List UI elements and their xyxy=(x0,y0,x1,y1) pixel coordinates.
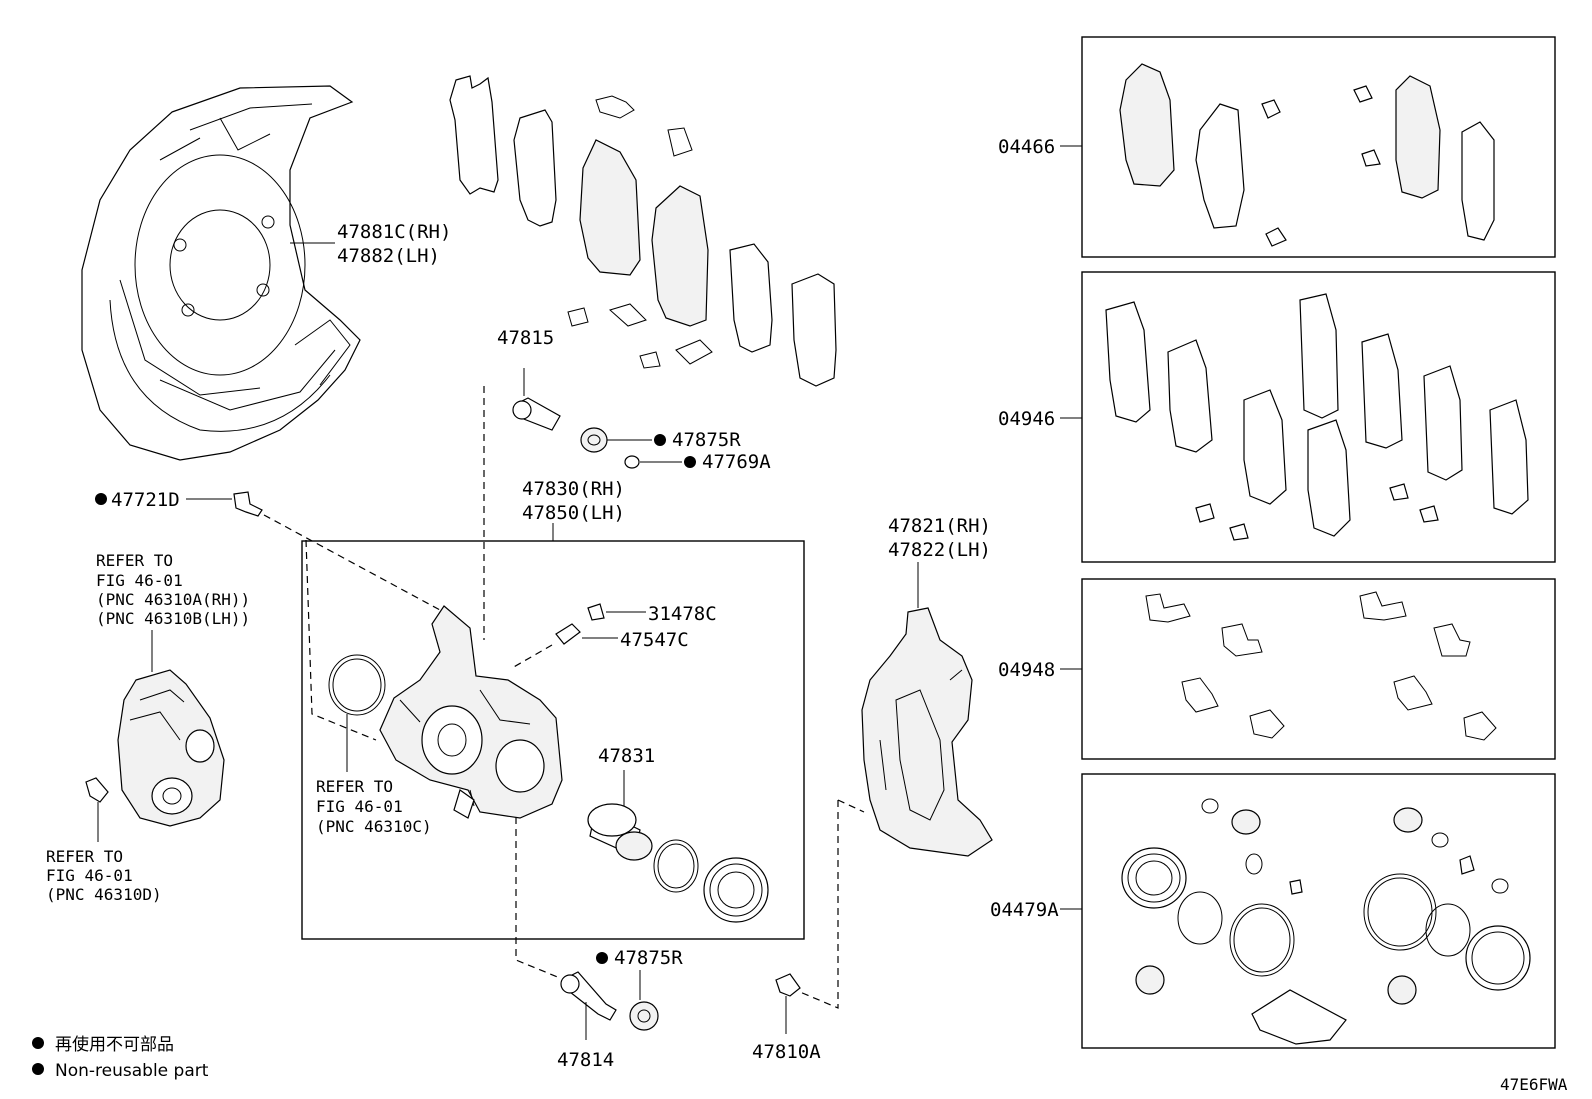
cylinder-boot[interactable] xyxy=(703,857,769,923)
caliper-piston[interactable] xyxy=(587,803,653,861)
bushing-lower-label: 47875R xyxy=(614,947,683,969)
piston-label: 47831 xyxy=(598,745,655,767)
legend-text-en: Non-reusable part xyxy=(55,1061,209,1081)
caliper-bolt-left[interactable] xyxy=(233,491,263,517)
refer-screw-line-2: FIG 46-01 xyxy=(46,866,133,885)
bleeder-plug[interactable] xyxy=(555,623,581,645)
bushing-upper-label: 47875R xyxy=(672,429,741,451)
kit-04479A-label: 04479A xyxy=(990,899,1059,921)
legend-text-jp: 再使用不可部品 xyxy=(55,1034,174,1055)
shield-label-rh: 47881C(RH) xyxy=(337,221,451,243)
caliper-label-rh: 47830(RH) xyxy=(522,478,625,500)
bolt-lower-label: 47810A xyxy=(752,1041,821,1063)
upper-bushing[interactable] xyxy=(580,427,608,453)
refer-seal-line-3: (PNC 46310C) xyxy=(316,817,432,836)
kit-box-04948[interactable] xyxy=(1081,578,1556,760)
bleeder-cap-label: 31478C xyxy=(648,603,717,625)
lower-bushing[interactable] xyxy=(629,1001,659,1031)
refer-motor-line-1: REFER TO xyxy=(96,551,173,570)
kit-box-04946[interactable] xyxy=(1081,271,1556,563)
pin-lower-label: 47814 xyxy=(557,1049,614,1071)
kit-04948-label: 04948 xyxy=(998,659,1055,681)
refer-seal-line-2: FIG 46-01 xyxy=(316,797,403,816)
shield-label-lh: 47882(LH) xyxy=(337,245,440,267)
pin-upper-label: 47815 xyxy=(497,327,554,349)
refer-screw-line-3: (PNC 46310D) xyxy=(46,885,162,904)
caliper-cylinder-body[interactable] xyxy=(379,605,563,819)
mounting-label-rh: 47821(RH) xyxy=(888,515,991,537)
bleeder-plug-label: 47547C xyxy=(620,629,689,651)
kit-04946-label: 04946 xyxy=(998,408,1055,430)
upper-slide-pin[interactable] xyxy=(512,397,561,431)
bleeder-cap[interactable] xyxy=(587,603,605,621)
figure-code: 47E6FWA xyxy=(1500,1075,1568,1094)
pad-shim-cluster[interactable] xyxy=(449,75,837,387)
refer-screw-line-1: REFER TO xyxy=(46,847,123,866)
caliper-label-lh: 47850(LH) xyxy=(522,502,625,524)
non-reusable-marker-47875R-lower xyxy=(596,952,608,964)
kit-04466-label: 04466 xyxy=(998,136,1055,158)
legend-dot-2 xyxy=(32,1063,44,1075)
mounting-bolt[interactable] xyxy=(775,973,801,997)
mounting-label-lh: 47822(LH) xyxy=(888,539,991,561)
kit-box-04479A[interactable] xyxy=(1081,773,1556,1049)
non-reusable-marker-47721D xyxy=(95,493,107,505)
non-reusable-marker-47875R-upper xyxy=(654,434,666,446)
caliper-mounting-bracket[interactable] xyxy=(861,607,993,857)
bolt-left-label: 47721D xyxy=(111,489,180,511)
piston-seal[interactable] xyxy=(653,839,699,893)
piston-seal-ring[interactable] xyxy=(328,654,386,716)
upper-ring[interactable] xyxy=(624,455,640,469)
legend-dot-1 xyxy=(32,1037,44,1049)
non-reusable-marker-47769A xyxy=(684,456,696,468)
refer-seal-line-1: REFER TO xyxy=(316,777,393,796)
refer-motor-line-3: (PNC 46310A(RH)) xyxy=(96,590,250,609)
refer-motor-line-2: FIG 46-01 xyxy=(96,571,183,590)
lower-slide-pin[interactable] xyxy=(560,971,617,1021)
motor-screw[interactable] xyxy=(85,777,109,803)
legend: 再使用不可部品 Non-reusable part xyxy=(32,1034,209,1081)
parking-brake-motor[interactable] xyxy=(117,669,225,827)
refer-motor-line-4: (PNC 46310B(LH)) xyxy=(96,609,250,628)
kit-box-04466[interactable] xyxy=(1081,36,1556,258)
ring-upper-label: 47769A xyxy=(702,451,771,473)
disc-brake-dust-shield[interactable] xyxy=(81,85,361,461)
